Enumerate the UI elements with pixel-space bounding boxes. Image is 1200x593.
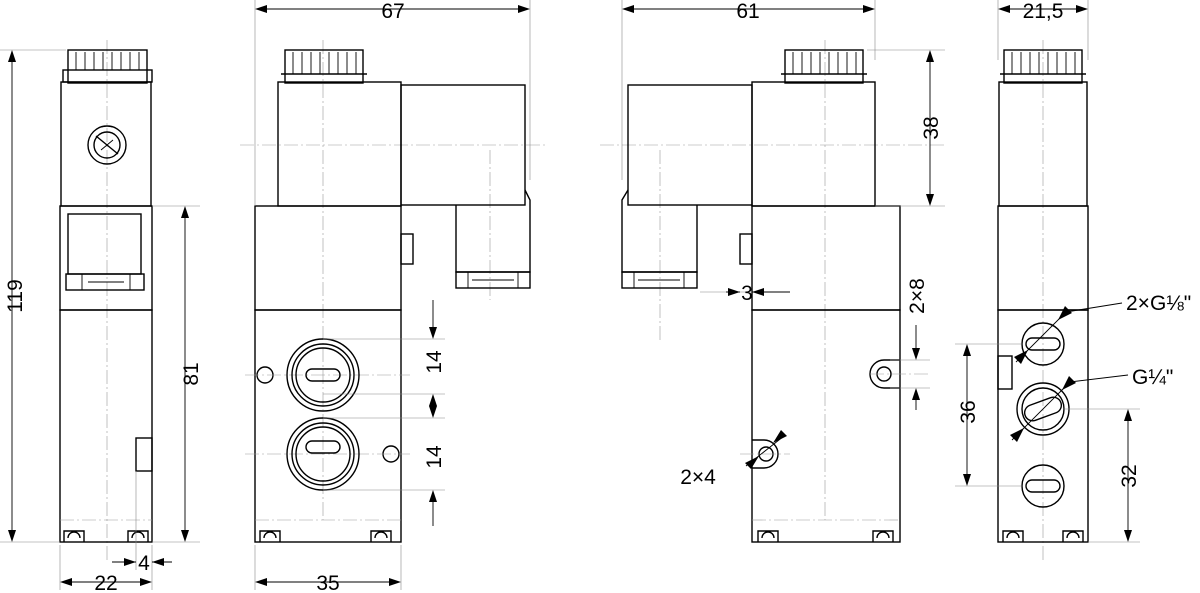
- dim-81: 81: [180, 362, 203, 385]
- dim-67: 67: [381, 0, 404, 23]
- thread-callout-main: G¼": [1132, 366, 1173, 389]
- dim-61: 61: [736, 0, 759, 23]
- dim-2x8: 2×8: [906, 278, 929, 314]
- manual-override-icon: [87, 125, 127, 165]
- dim-22: 22: [94, 572, 117, 593]
- thread-callout-pilot: 2×G⅛": [1126, 292, 1191, 315]
- dim-36: 36: [957, 400, 980, 423]
- end-view: [955, 0, 1140, 560]
- dim-4: 4: [138, 552, 150, 575]
- dim-35: 35: [316, 572, 339, 593]
- dim-21-5: 21,5: [1023, 0, 1064, 23]
- dim-38: 38: [920, 116, 943, 139]
- side-view: [0, 40, 200, 590]
- dim-14-upper: 14: [423, 350, 446, 374]
- dimension-labels: 119 81 22 4 67 35 14 14 61 38 3 2×8 2×4 …: [4, 0, 1191, 593]
- dim-14-lower: 14: [423, 445, 446, 469]
- dim-32: 32: [1118, 464, 1141, 487]
- dim-3: 3: [741, 282, 753, 305]
- back-view: [600, 0, 945, 543]
- front-view: [240, 0, 545, 590]
- dim-2x4: 2×4: [680, 466, 716, 489]
- dim-119: 119: [4, 279, 27, 312]
